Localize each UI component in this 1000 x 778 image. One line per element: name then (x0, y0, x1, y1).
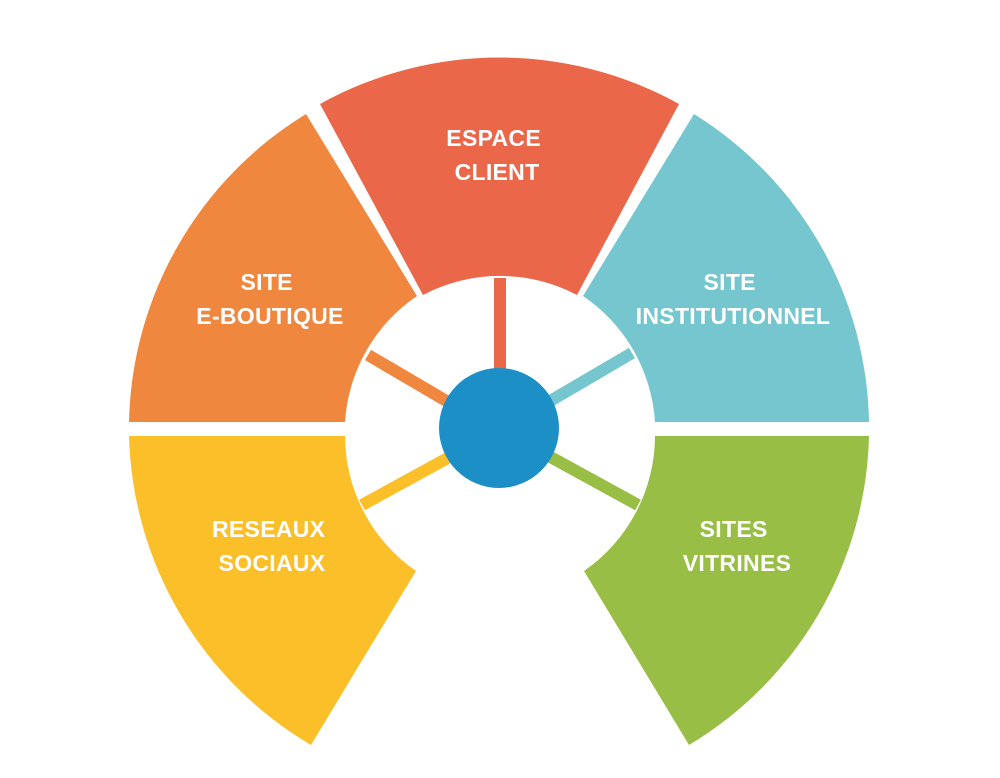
label-reseaux-sociaux-line-2: SOCIAUX (219, 550, 326, 576)
label-espace-client: ESPACE CLIENT (446, 125, 547, 185)
sectors (129, 57, 869, 745)
label-reseaux-sociaux: RESEAUX SOCIAUX (212, 516, 332, 576)
label-site-e-boutique: SITE E-BOUTIQUE (196, 269, 343, 329)
sector-espace-client (320, 57, 679, 295)
sector-reseaux-sociaux (129, 436, 416, 745)
label-espace-client-line-2: CLIENT (455, 159, 540, 185)
sector-sites-vitrines (584, 436, 869, 745)
label-site-institutionnel: SITE INSTITUTIONNEL (636, 269, 831, 329)
label-sites-vitrines-line-2: VITRINES (683, 550, 791, 576)
spokes (359, 278, 641, 511)
label-site-e-boutique-line-2: E-BOUTIQUE (196, 303, 343, 329)
label-reseaux-sociaux-line-1: RESEAUX (212, 516, 326, 542)
label-espace-client-line-1: ESPACE (446, 125, 541, 151)
label-sites-vitrines: SITES VITRINES (683, 516, 791, 576)
center-hub-circle (439, 368, 559, 488)
label-site-e-boutique-line-1: SITE (240, 269, 292, 295)
label-site-institutionnel-line-2: INSTITUTIONNEL (636, 303, 831, 329)
spoke-sites-vitrines (542, 448, 641, 511)
label-site-institutionnel-line-1: SITE (703, 269, 755, 295)
sector-site-e-boutique (129, 114, 417, 422)
sector-site-institutionnel (583, 114, 869, 422)
spoke-site-e-boutique (364, 349, 459, 412)
spoke-site-institutionnel (541, 347, 636, 410)
label-sites-vitrines-line-1: SITES (700, 516, 768, 542)
sector-labels: SITE E-BOUTIQUE ESPACE CLIENT SITE INSTI… (196, 125, 830, 576)
spoke-reseaux-sociaux (359, 448, 458, 511)
